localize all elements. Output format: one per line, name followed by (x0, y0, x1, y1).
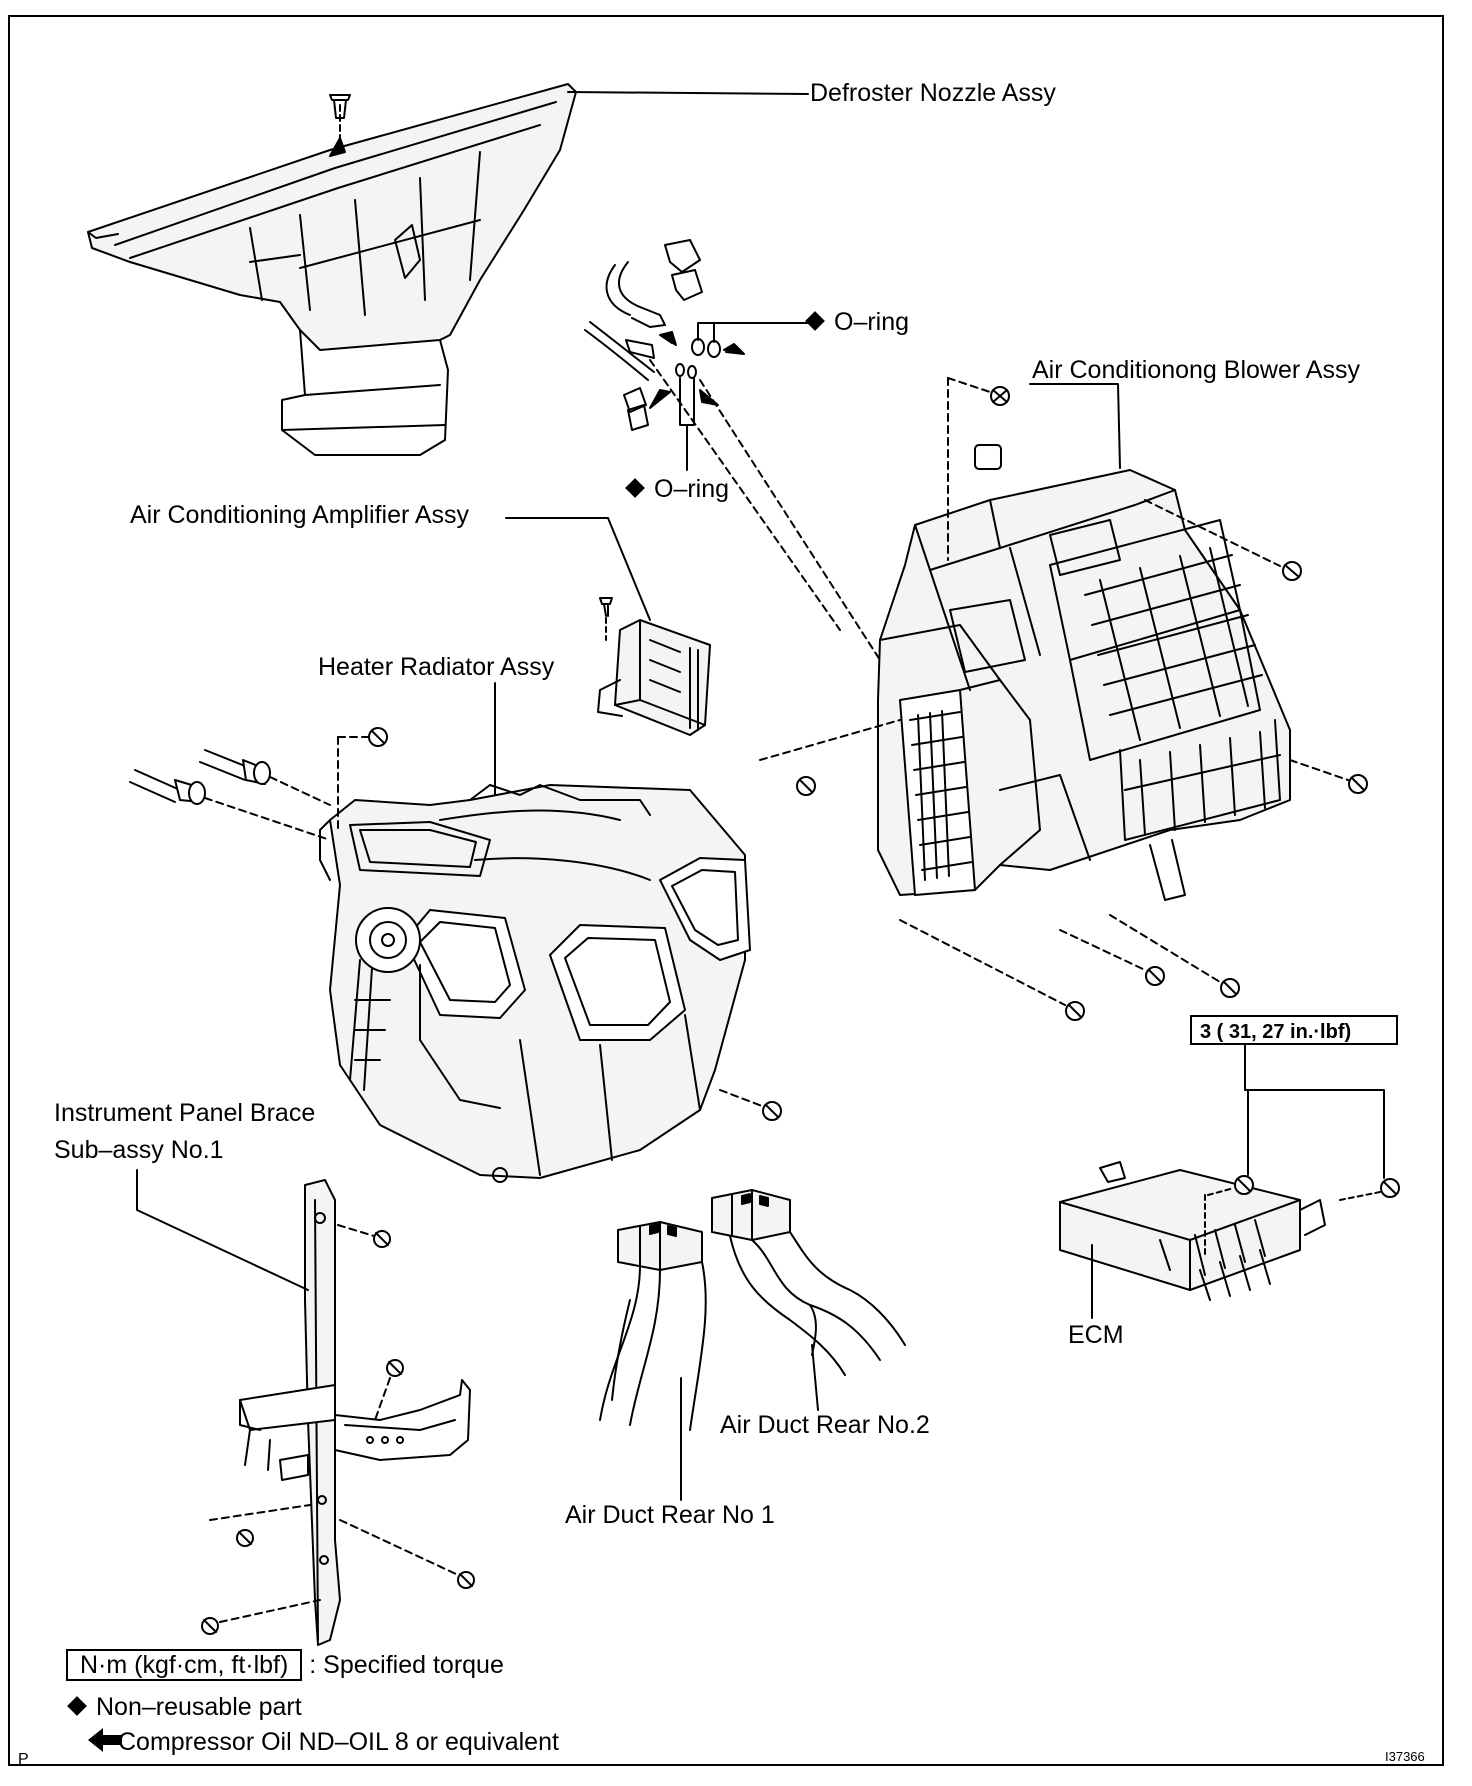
o-ring-leaders (679, 322, 809, 471)
label-brace-line2: Sub–assy No.1 (54, 1136, 224, 1164)
legend-oil-text: Compressor Oil ND–OIL 8 or equivalent (118, 1728, 559, 1756)
leader-lines (136, 91, 1385, 1501)
o-ring-4 (687, 365, 697, 379)
legend-oil-row: Compressor Oil ND–OIL 8 or equivalent (118, 1727, 559, 1757)
legend-unit-box: N·m (kgf·cm, ft·lbf) (66, 1649, 303, 1681)
o-ring-2 (707, 340, 721, 358)
figure-id: I37366 (1385, 1749, 1425, 1764)
label-amplifier-assy: Air Conditioning Amplifier Assy (130, 501, 470, 529)
label-o-ring-top: O–ring (805, 307, 910, 337)
air-conditioning-amplifier-assy (597, 597, 711, 736)
label-heater-radiator-assy: Heater Radiator Assy (318, 653, 555, 681)
label-brace-line1: Instrument Panel Brace (54, 1099, 316, 1127)
label-blower-assy: Air Conditionong Blower Assy (1032, 356, 1360, 384)
torque-spec-value: 3 ( 31, 27 in.·lbf) (1190, 1015, 1398, 1045)
ecm-unit (1059, 1161, 1400, 1301)
legend-torque-row: N·m (kgf·cm, ft·lbf) : Specified torque (66, 1649, 504, 1681)
diagram-frame (8, 15, 1444, 1766)
label-air-duct-rear-no1: Air Duct Rear No 1 (565, 1501, 775, 1529)
refrigerant-pipes (584, 239, 881, 661)
diamond-icon (805, 311, 825, 331)
instrument-panel-brace (239, 1179, 471, 1646)
left-arrow-icon (88, 1728, 122, 1752)
o-ring-mid-text: O–ring (654, 475, 730, 503)
label-defroster-nozzle-assy: Defroster Nozzle Assy (810, 79, 1056, 107)
air-duct-rear-no1 (599, 1221, 707, 1431)
air-duct-rear-no2 (711, 1189, 906, 1376)
blower-screws (759, 377, 1368, 1021)
o-ring-3 (675, 363, 685, 377)
legend-nonreusable-text: Non–reusable part (96, 1693, 302, 1721)
diamond-icon (625, 478, 645, 498)
corner-letter: P (18, 1751, 29, 1768)
o-ring-1 (691, 338, 705, 356)
heater-pipes (129, 749, 331, 841)
legend-nonreusable-row: Non–reusable part (67, 1692, 302, 1722)
torque-spec-box: 3 ( 31, 27 in.·lbf) (1190, 1015, 1398, 1045)
label-ecm: ECM (1068, 1321, 1124, 1349)
defroster-nozzle-assy (87, 83, 577, 456)
blower-clip (974, 444, 1002, 470)
legend-unit-desc: : Specified torque (309, 1651, 504, 1679)
heater-radiator-assy (319, 784, 751, 1183)
heater-screws (337, 727, 782, 1121)
label-air-duct-rear-no2: Air Duct Rear No.2 (720, 1411, 930, 1439)
o-ring-top-text: O–ring (834, 308, 910, 336)
label-o-ring-mid: O–ring (625, 474, 730, 504)
brace-bolts (201, 1224, 475, 1635)
air-conditioning-blower-assy (877, 444, 1291, 901)
diamond-icon (67, 1696, 87, 1716)
